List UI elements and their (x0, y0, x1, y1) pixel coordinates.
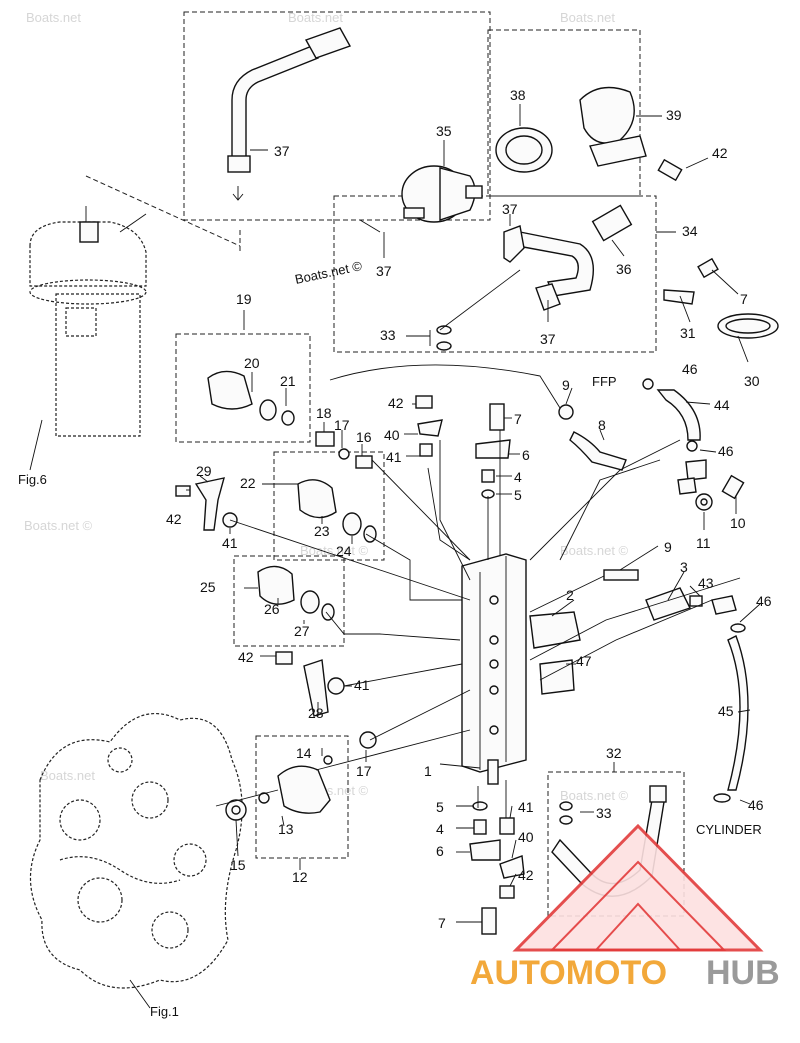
caption-ffp: FFP (592, 374, 617, 389)
callout-30: 30 (744, 373, 760, 389)
watermark: Boats.net © (560, 543, 629, 558)
callout-16: 16 (356, 429, 372, 445)
watermark: Boats.net (560, 10, 615, 25)
callout-42: 42 (166, 511, 182, 527)
callout-18: 18 (316, 405, 332, 421)
callout-47: 47 (576, 653, 592, 669)
callout-46: 46 (718, 443, 734, 459)
callout-4: 4 (436, 821, 444, 837)
callout-12: 12 (292, 869, 308, 885)
callout-28: 28 (308, 705, 324, 721)
callout-24: 24 (336, 543, 352, 559)
watermark: Boats.net © (560, 788, 629, 803)
callout-26: 26 (264, 601, 280, 617)
callout-37: 37 (540, 331, 556, 347)
callout-42: 42 (712, 145, 728, 161)
caption-cylinder: CYLINDER (696, 822, 762, 837)
callout-7: 7 (514, 411, 522, 427)
callout-42: 42 (238, 649, 254, 665)
logo-text-secondary: HUB (706, 954, 780, 992)
callout-15: 15 (230, 857, 246, 873)
watermark: Boats.net © (24, 518, 93, 533)
callout-10: 10 (730, 515, 746, 531)
callout-9: 9 (562, 377, 570, 393)
callout-41: 41 (518, 799, 534, 815)
caption-fig1: Fig.1 (150, 1004, 179, 1019)
callout-7: 7 (740, 291, 748, 307)
watermark: Boats.net © (294, 258, 364, 287)
callout-19: 19 (236, 291, 252, 307)
callout-13: 13 (278, 821, 294, 837)
callout-9: 9 (664, 539, 672, 555)
watermark: Boats.net (288, 10, 343, 25)
callout-46: 46 (682, 361, 698, 377)
callout-33: 33 (380, 327, 396, 343)
callout-6: 6 (522, 447, 530, 463)
captions: Fig.6 Fig.1 FFP CYLINDER (18, 374, 762, 1019)
callout-40: 40 (384, 427, 400, 443)
callout-21: 21 (280, 373, 296, 389)
callout-7: 7 (438, 915, 446, 931)
callout-29: 29 (196, 463, 212, 479)
watermark: Boats.net © (300, 543, 369, 558)
callout-11: 11 (696, 535, 711, 551)
callout-46: 46 (756, 593, 772, 609)
callout-36: 36 (616, 261, 632, 277)
callout-32: 32 (606, 745, 622, 761)
callout-20: 20 (244, 355, 260, 371)
fuel-filter-fig6 (29, 206, 147, 471)
callout-41: 41 (354, 677, 370, 693)
callout-6: 6 (436, 843, 444, 859)
callout-37: 37 (502, 201, 518, 217)
callout-44: 44 (714, 397, 730, 413)
logo-text-primary: AUTOMOTO (470, 954, 667, 992)
callout-33: 33 (596, 805, 612, 821)
callout-37: 37 (274, 143, 290, 159)
engine-block-fig1 (29, 712, 243, 1009)
callout-35: 35 (436, 123, 452, 139)
callout-5: 5 (436, 799, 444, 815)
callout-23: 23 (314, 523, 330, 539)
leader-lines (186, 104, 761, 923)
callout-43: 43 (698, 575, 714, 591)
automotohub-logo: AUTOMOTO HUB (470, 823, 780, 992)
callout-42: 42 (518, 867, 534, 883)
watermark: Boats.net (26, 10, 81, 25)
callout-25: 25 (200, 579, 216, 595)
callout-42: 42 (388, 395, 404, 411)
callout-8: 8 (598, 417, 606, 433)
callout-1: 1 (424, 763, 432, 779)
parts (175, 27, 779, 935)
callout-41: 41 (222, 535, 238, 551)
callout-27: 27 (294, 623, 310, 639)
callout-38: 38 (510, 87, 526, 103)
callout-2: 2 (566, 587, 574, 603)
callout-34: 34 (682, 223, 698, 239)
callout-37: 37 (376, 263, 392, 279)
callout-41: 41 (386, 449, 402, 465)
callout-17: 17 (334, 417, 350, 433)
watermark: Boats.net (40, 768, 95, 783)
callout-39: 39 (666, 107, 682, 123)
callout-22: 22 (240, 475, 256, 491)
callout-5: 5 (514, 487, 522, 503)
callout-17: 17 (356, 763, 372, 779)
callout-14: 14 (296, 745, 312, 761)
caption-fig6: Fig.6 (18, 472, 47, 487)
callout-3: 3 (680, 559, 688, 575)
callout-45: 45 (718, 703, 734, 719)
callout-numbers: 37 35 38 39 42 37 37 36 34 7 37 33 31 30… (166, 87, 772, 931)
callout-40: 40 (518, 829, 534, 845)
callout-46: 46 (748, 797, 764, 813)
callout-31: 31 (680, 325, 696, 341)
callout-4: 4 (514, 469, 522, 485)
